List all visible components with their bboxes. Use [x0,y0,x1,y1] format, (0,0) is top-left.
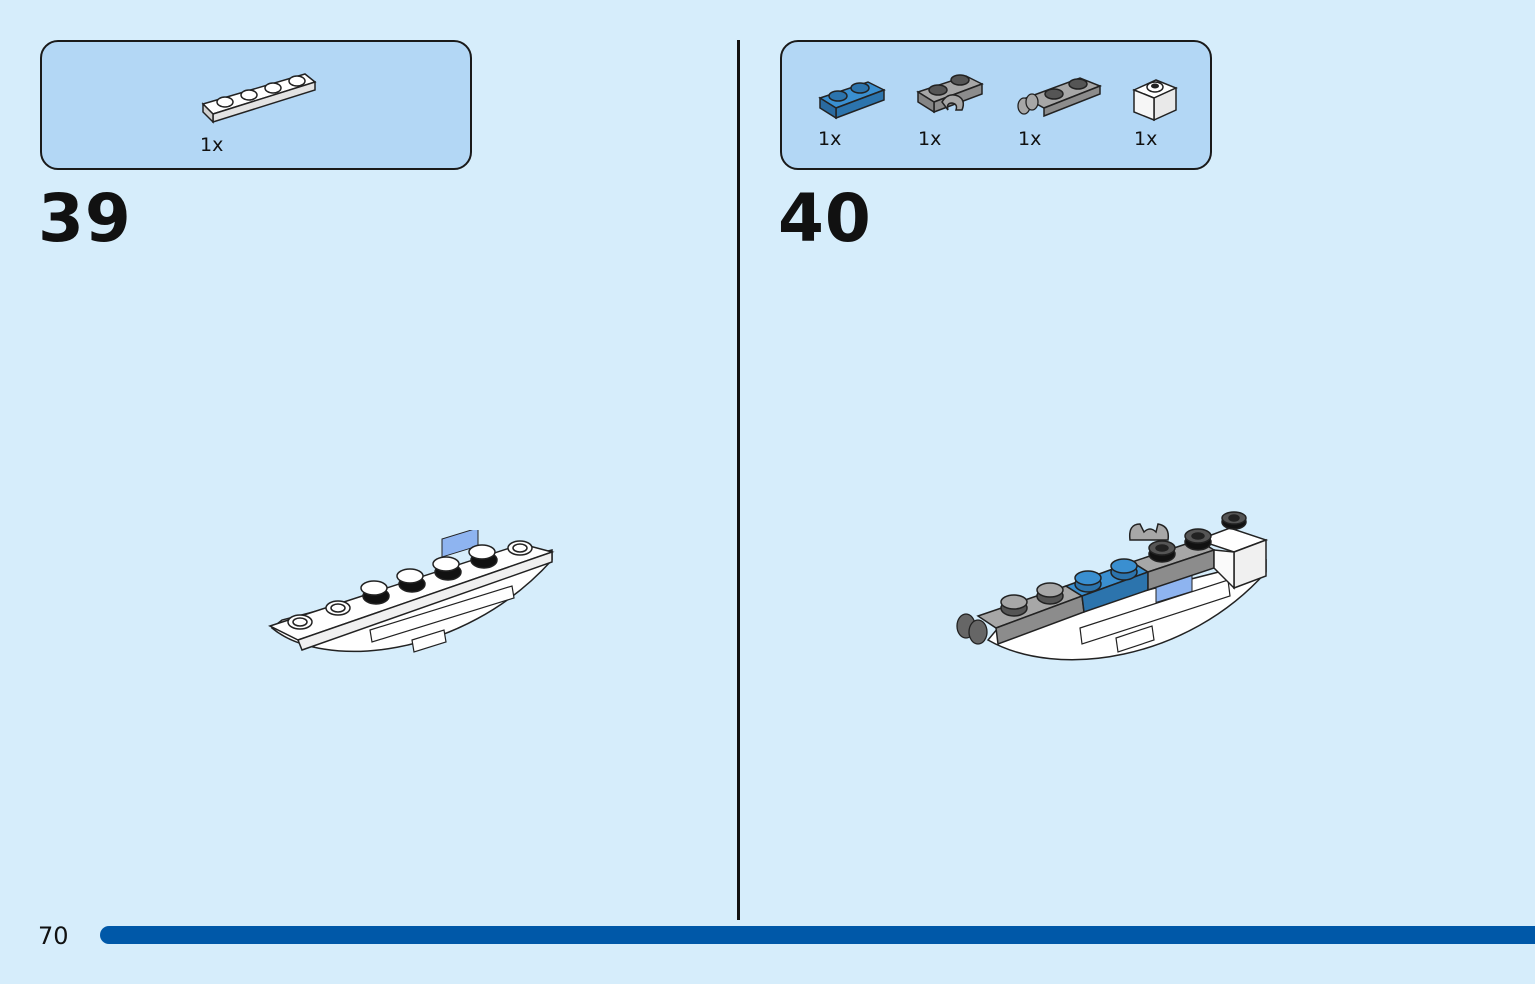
page-number: 70 [38,922,69,950]
page-divider [737,40,740,920]
progress-bar [100,926,1535,944]
part-quantity: 1x [1018,128,1042,150]
part-quantity: 1x [200,134,224,156]
white-plate-1x1-icon [1132,79,1178,122]
white-plate-1x4-icon [201,73,317,124]
part-quantity: 1x [918,128,942,150]
model-step-39 [268,530,555,653]
part-quantity: 1x [818,128,842,150]
gray-plate-hinge-icon [1017,77,1103,118]
step-number: 39 [38,180,132,257]
parts-callout-step-40: 1x 1x 1x 1x [780,40,1212,170]
gray-plate-clip-icon [916,74,984,114]
step-number: 40 [778,180,872,257]
blue-plate-1x2-icon [818,81,886,120]
model-step-40 [956,511,1269,661]
part-quantity: 1x [1134,128,1158,150]
parts-callout-step-39: 1x [40,40,472,170]
